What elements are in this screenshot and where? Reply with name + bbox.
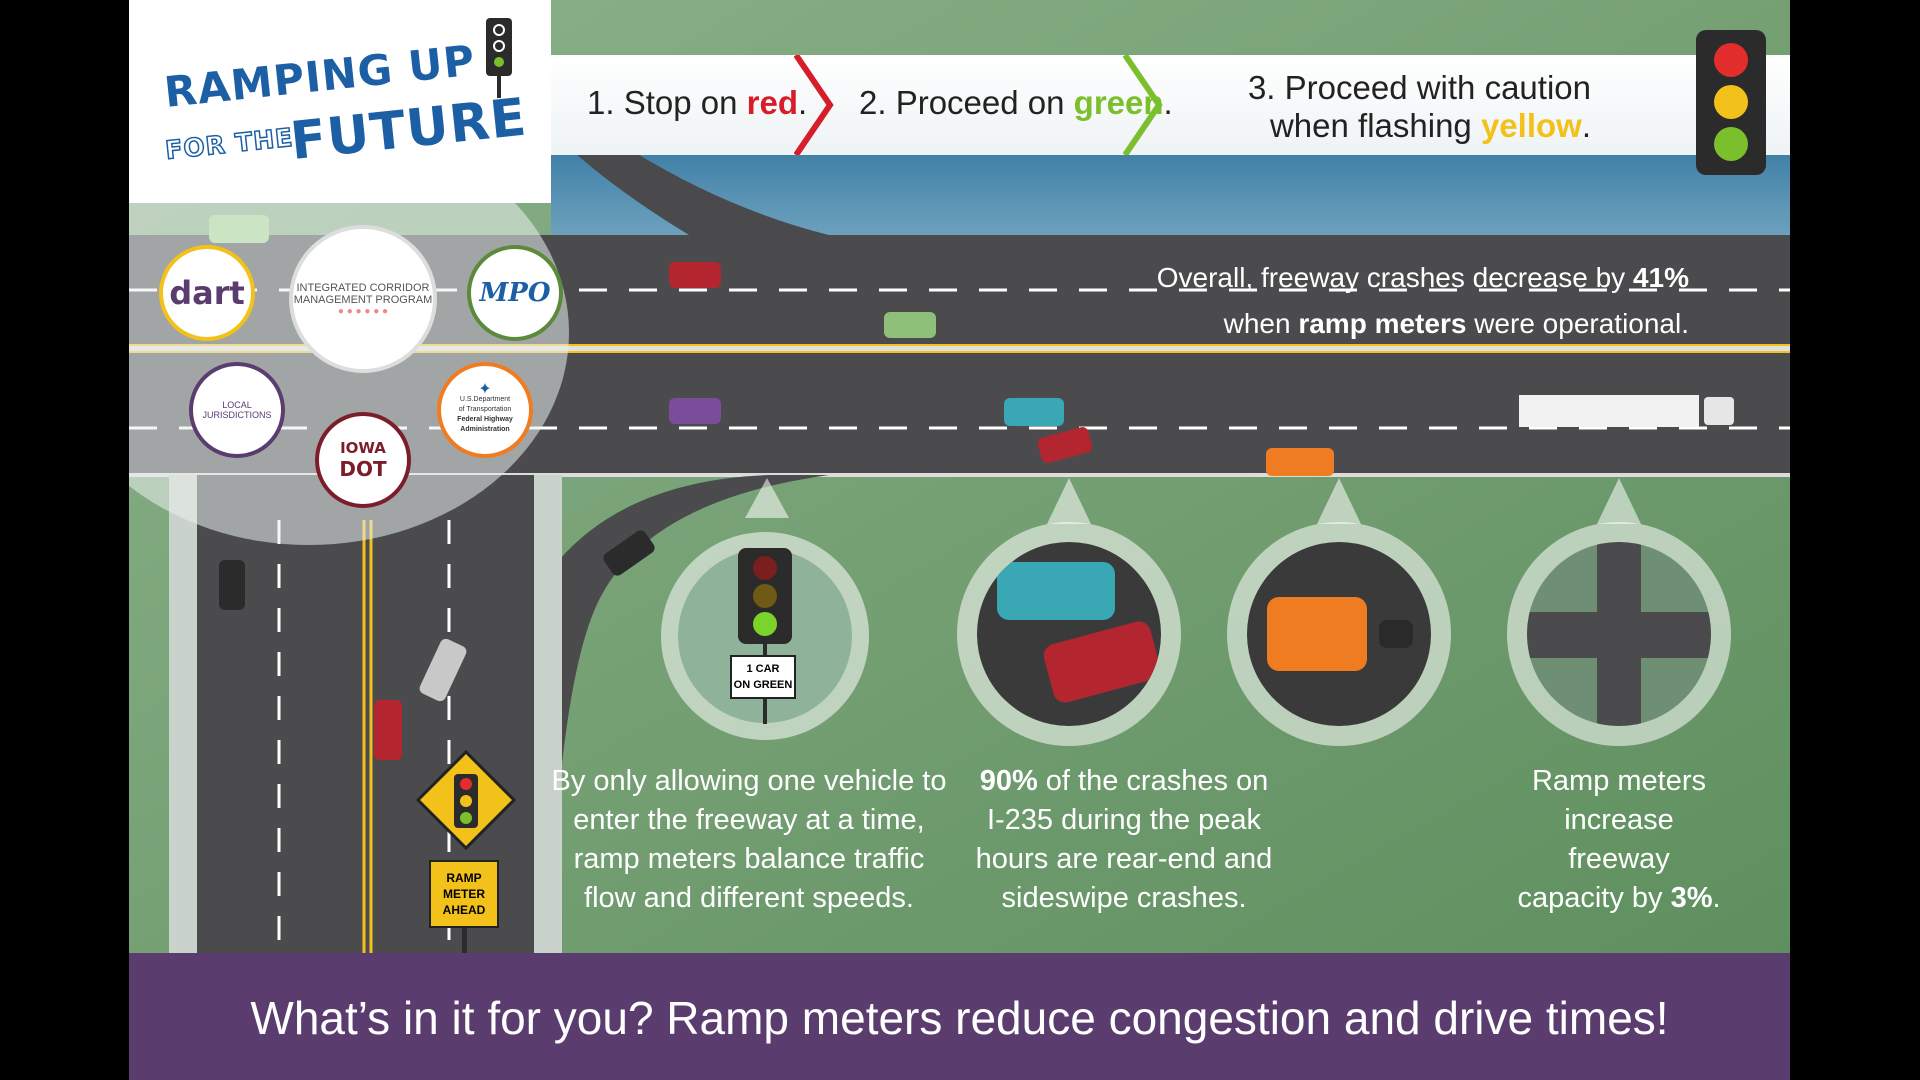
step-3-line1: 3. Proceed with caution — [1247, 69, 1591, 106]
fact1-line3: ramp meters balance traffic — [573, 843, 925, 875]
ramp-meter-signal-icon — [738, 548, 792, 724]
local-logo-text: LOCAL JURISDICTIONS — [202, 400, 272, 420]
fact3-line4-prefix: capacity by — [1517, 882, 1671, 914]
fact2-line3: hours are rear-end and — [975, 843, 1273, 875]
title-box: RAMPING UP FOR THE FUTURE — [129, 0, 551, 203]
step-2-suffix: . — [1163, 84, 1173, 121]
one-car-on-green-sign: 1 CAR ON GREEN — [730, 655, 796, 699]
steps-banner: 1. Stop on red. 2. Proceed on green. 3. … — [551, 55, 1790, 155]
usdot-emblem-icon: ✦ — [478, 381, 492, 398]
usdot-logo-line2: of Transportation — [458, 406, 512, 413]
fact1-line1: By only allowing one vehicle to — [551, 765, 947, 797]
fact1-line4: flow and different speeds. — [584, 882, 914, 914]
capacity-pointer — [1597, 478, 1641, 524]
step-1-chevron-icon — [794, 55, 834, 155]
icm-logo: INTEGRATED CORRIDOR MANAGEMENT PROGRAM ●… — [289, 225, 437, 373]
fact-one-vehicle: By only allowing one vehicle to enter th… — [549, 762, 949, 918]
ramp-sign-line3: AHEAD — [442, 903, 486, 917]
one-car-sign-line1: 1 CAR — [746, 663, 780, 675]
title-traffic-light-icon — [486, 18, 512, 98]
ramp-meter-ahead-sign: RAMP METER AHEAD — [429, 860, 499, 928]
crash-stat-ramp-meters: ramp meters — [1298, 308, 1467, 339]
fact3-line2: increase — [1564, 804, 1674, 836]
fact2-line1-suffix: of the crashes on — [1037, 765, 1269, 797]
fact3-line4: capacity by 3%. — [1459, 879, 1779, 918]
infographic-canvas: dart INTEGRATED CORRIDOR MANAGEMENT PROG… — [129, 0, 1790, 1080]
interchange-arterial — [1597, 542, 1641, 726]
crash-stat-text: Overall, freeway crashes decrease by — [1156, 262, 1633, 293]
orange-car — [1267, 597, 1367, 671]
dart-logo: dart — [159, 245, 255, 341]
icm-logo-line1: INTEGRATED CORRIDOR — [296, 281, 430, 294]
fact3-line3: freeway — [1568, 843, 1670, 875]
capacity-circle-inner — [1527, 542, 1711, 726]
fact2-line4: sideswipe crashes. — [1001, 882, 1247, 914]
rear-end-circle-inner — [1247, 542, 1431, 726]
ramp-sign-line1: RAMP — [446, 871, 482, 885]
motorcycle — [1379, 620, 1413, 648]
usdot-logo-line1: U.S.Department — [459, 396, 511, 403]
usdot-logo-line4: Administration — [460, 426, 510, 433]
fact2-value: 90% — [979, 765, 1038, 797]
fact2-line1: 90% of the crashes on — [949, 762, 1299, 801]
title-line2: FOR THE — [163, 122, 295, 166]
iowa-logo-line1: IOWA — [340, 439, 386, 457]
step-3: 3. Proceed with caution when flashing ye… — [1191, 69, 1591, 145]
bottom-banner-text: What’s in it for you? Ramp meters reduce… — [250, 992, 1669, 1044]
mpo-logo: MPO — [467, 245, 563, 341]
step-2-text: 2. Proceed on — [859, 84, 1074, 121]
icm-dots: ● ● ● ● ● ● — [337, 305, 389, 317]
step-1-suffix: . — [797, 84, 808, 121]
step-3-line2: when flashing yellow. — [1191, 107, 1591, 145]
crash-stat-line2-suffix: were operational. — [1466, 308, 1689, 339]
fact3-suffix: . — [1712, 882, 1721, 914]
bottom-banner: What’s in it for you? Ramp meters reduce… — [129, 953, 1790, 1080]
ramp-meter-pointer — [745, 478, 789, 518]
icm-logo-line2: MANAGEMENT PROGRAM — [293, 293, 433, 306]
fact1-line2: enter the freeway at a time, — [573, 804, 925, 836]
crash-pointer — [1047, 478, 1091, 524]
step-3-color: yellow — [1480, 107, 1582, 144]
crash-stat-line2: when ramp meters were operational. — [829, 308, 1689, 340]
ramp-sign-post — [462, 928, 467, 953]
step-2: 2. Proceed on green. — [859, 84, 1173, 122]
ramp-meter-warning-sign-icon — [416, 750, 516, 850]
fact-crash-types: 90% of the crashes on I-235 during the p… — [949, 762, 1299, 918]
dart-logo-text: dart — [169, 274, 245, 312]
fact3-value: 3% — [1670, 882, 1713, 914]
local-jurisdictions-logo: LOCAL JURISDICTIONS — [189, 362, 285, 458]
usdot-fhwa-logo: ✦ U.S.Department of Transportation Feder… — [437, 362, 533, 458]
iowa-dot-logo: IOWA DOT — [315, 412, 411, 508]
fact-capacity: Ramp meters increase freeway capacity by… — [1459, 762, 1779, 918]
ramp-sign-line2: METER — [443, 887, 485, 901]
crash-stat-line1: Overall, freeway crashes decrease by 41% — [829, 262, 1689, 294]
step-1: 1. Stop on red. — [587, 84, 807, 122]
usdot-logo-line3: Federal Highway — [457, 416, 513, 423]
iowa-logo-line2: DOT — [339, 457, 387, 481]
crash-stat-value: 41% — [1632, 262, 1689, 293]
teal-car — [997, 562, 1115, 620]
one-car-sign-line2: ON GREEN — [733, 679, 793, 691]
step-1-color: red — [746, 84, 798, 121]
mpo-logo-text: MPO — [479, 278, 551, 308]
rear-end-pointer — [1317, 478, 1361, 524]
crash-stat-line2-prefix: when — [1223, 308, 1299, 339]
step-3-line2-text: when flashing — [1269, 107, 1481, 144]
crash-circle-inner — [977, 542, 1161, 726]
traffic-light-icon — [1696, 30, 1766, 175]
step-2-chevron-icon — [1123, 55, 1163, 155]
fact3-line1: Ramp meters — [1531, 765, 1707, 797]
step-1-text: 1. Stop on — [587, 84, 747, 121]
fact2-line2: I-235 during the peak — [986, 804, 1262, 836]
step-3-suffix: . — [1581, 107, 1591, 144]
